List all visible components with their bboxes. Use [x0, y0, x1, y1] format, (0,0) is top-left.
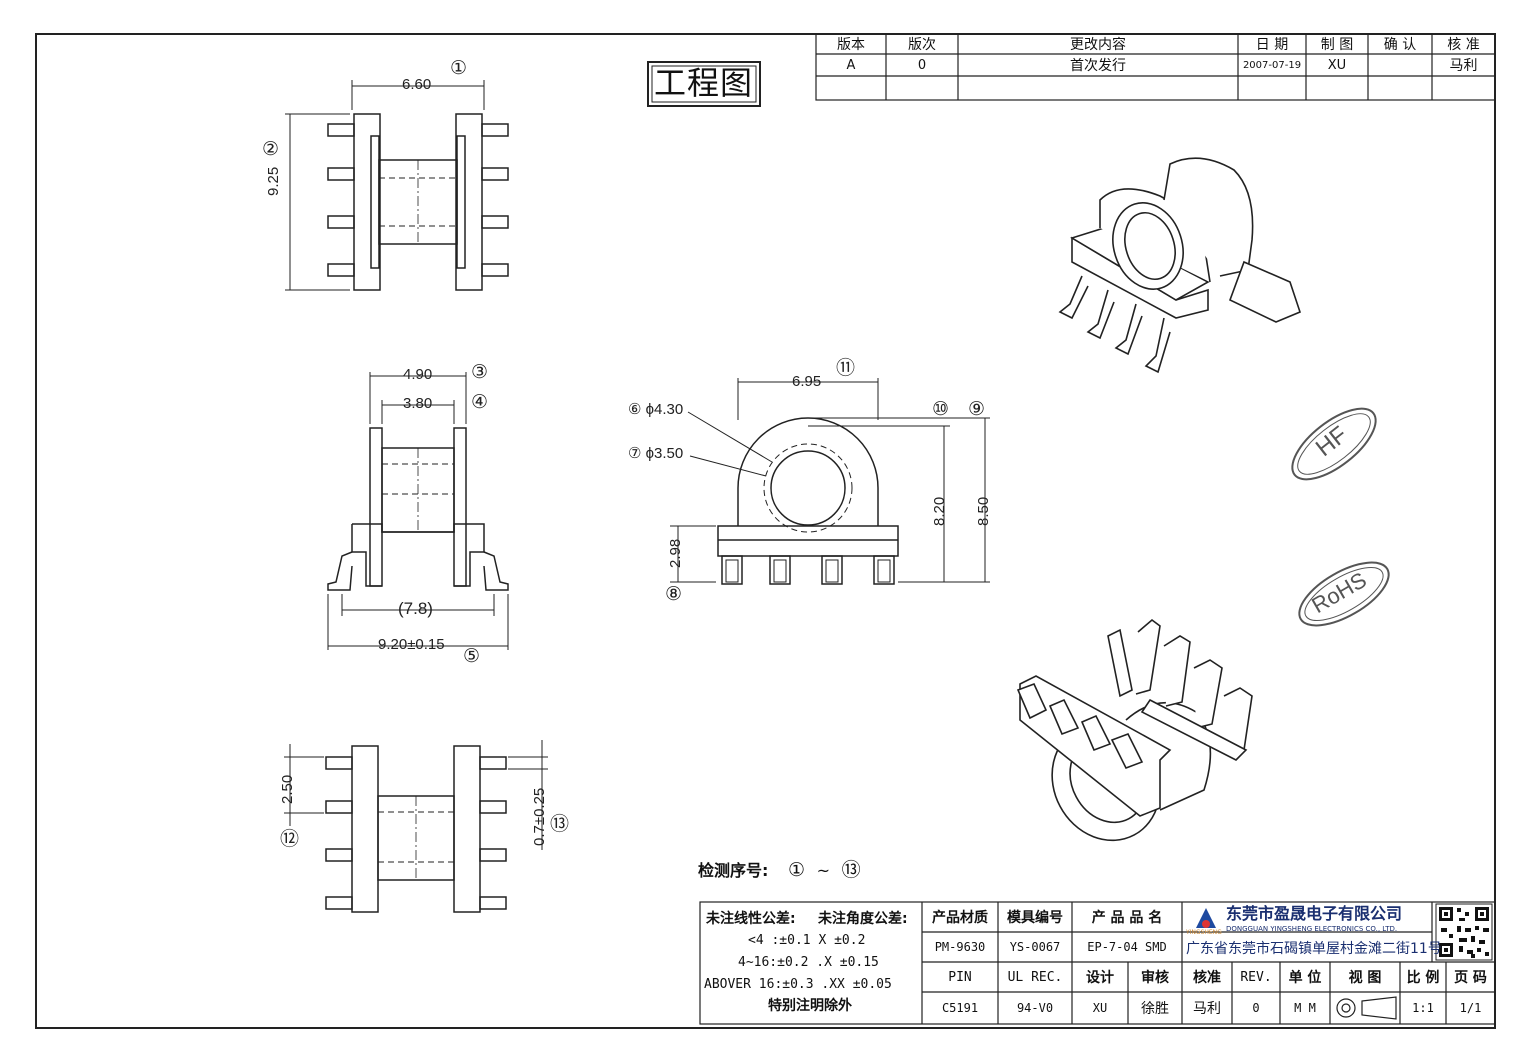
tb-label-design: 设计 — [1086, 970, 1114, 986]
dim-side-base-height: 2.98 — [667, 538, 684, 568]
dim-top-width: 6.60 — [402, 76, 432, 93]
rev-cell-change: 首次发行 — [1070, 58, 1126, 74]
tb-label-pin: PIN — [948, 969, 972, 985]
tb-value-scale: 1:1 — [1412, 1001, 1434, 1015]
company-english-name: DONGGUAN YINGSHENG ELECTRONICS CO., LTD. — [1226, 925, 1398, 933]
rev-header-version: 版本 — [837, 37, 865, 53]
tb-label-material: 产品材质 — [932, 910, 988, 926]
tb-label-unit: 单 位 — [1288, 970, 1322, 986]
hf-mark — [1291, 407, 1377, 481]
inspection-sep: ~ — [816, 861, 831, 880]
dim-bottom-pitch-ref: ⑫ — [280, 829, 300, 850]
rev-header-drawn: 制 图 — [1320, 37, 1354, 53]
rev-cell-date: 2007-07-19 — [1242, 59, 1302, 71]
dim-bottom-pin-width: 0.7±0.25 — [531, 787, 548, 846]
rev-cell-drawn: XU — [1327, 57, 1347, 73]
tolerance-line-3: ABOVER 16:±0.3 .XX ±0.05 — [704, 977, 892, 992]
tb-value-product: EP-7-04 SMD — [1087, 940, 1167, 954]
rev-cell-confirm — [1368, 54, 1432, 76]
rev-header-confirm: 确 认 — [1383, 37, 1417, 53]
dim-front-pin-span: (7.8) — [398, 599, 433, 618]
tb-value-approve: 马利 — [1193, 1001, 1221, 1017]
tb-label-review: 审核 — [1141, 970, 1169, 986]
tolerance-line-1: <4 :±0.1 X ±0.2 — [748, 933, 866, 948]
company-address: 广东省东莞市石碣镇单屋村金滩二街11号 — [1186, 941, 1442, 957]
tb-value-unit: M M — [1294, 1001, 1316, 1015]
sheet-border — [35, 33, 1496, 1029]
tb-value-page: 1/1 — [1459, 1001, 1482, 1015]
company-logo-icon — [1196, 908, 1216, 928]
top-view — [285, 80, 509, 291]
rev-header-date: 日 期 — [1255, 37, 1289, 53]
rev-header-approve: 核 准 — [1447, 37, 1480, 53]
title-block-grid — [699, 901, 1496, 1025]
rev-cell-approve: 马利 — [1449, 58, 1478, 74]
rev-header-edition: 版次 — [908, 37, 936, 53]
tb-label-rev: REV. — [1240, 969, 1272, 985]
inspection-label: 检测序号: — [698, 861, 769, 880]
dim-side-width-ref: ⑪ — [836, 358, 856, 379]
dim-top-width-ref: ① — [450, 58, 468, 79]
inspection-from: ① — [787, 859, 806, 881]
dim-side-height2: 8.50 — [975, 496, 992, 526]
tolerance-angular-label: 未注角度公差: — [818, 911, 908, 927]
tb-value-ul: 94-V0 — [1016, 1001, 1054, 1015]
rev-cell-edition: 0 — [917, 57, 927, 73]
dim-side-inner-dia: ⑦ ϕ3.50 — [628, 445, 684, 462]
tb-value-pin: C5191 — [941, 1001, 979, 1015]
dim-front-overall-ref: ⑤ — [463, 646, 481, 667]
tb-label-mold: 模具编号 — [1007, 910, 1063, 926]
tb-label-scale: 比 例 — [1406, 970, 1440, 986]
dim-front-overall: 9.20±0.15 — [378, 636, 445, 653]
dim-front-inner: 3.80 — [403, 395, 433, 412]
projection-symbol-icon — [1336, 996, 1397, 1020]
inspection-sequence: 检测序号: ① ~ ⑬ — [698, 861, 861, 880]
tb-value-mold: YS-0067 — [1009, 940, 1061, 954]
dim-front-inner-ref: ④ — [471, 392, 489, 413]
tolerance-note: 特别注明除外 — [768, 998, 852, 1014]
dim-front-outer: 4.90 — [403, 366, 433, 383]
tolerance-line-2: 4~16:±0.2 .X ±0.15 — [738, 955, 879, 970]
dim-side-height2-ref: ⑨ — [968, 399, 986, 420]
inspection-to: ⑬ — [841, 859, 861, 881]
dim-side-width: 6.95 — [792, 373, 822, 390]
isometric-view-top — [1058, 157, 1301, 374]
tb-label-approve: 核准 — [1193, 970, 1221, 986]
qr-code-icon — [1435, 903, 1493, 961]
front-view — [327, 372, 509, 650]
dim-side-base-ref: ⑧ — [665, 584, 683, 605]
tb-label-ul: UL REC. — [1007, 969, 1063, 985]
dim-bottom-pin-ref: ⑬ — [550, 814, 570, 835]
dim-side-outer-dia: ⑥ ϕ4.30 — [628, 401, 684, 418]
tb-value-material: PM-9630 — [934, 940, 986, 954]
dim-front-outer-ref: ③ — [471, 362, 489, 383]
tb-value-design: XU — [1092, 1001, 1108, 1015]
rev-header-change: 更改内容 — [1070, 37, 1126, 53]
tb-label-page: 页 码 — [1454, 970, 1487, 986]
stamp-title: 工程图 — [654, 64, 754, 102]
stamp-frame — [647, 61, 761, 107]
dim-side-height1-ref: ⑩ — [932, 399, 950, 420]
company-name: 东莞市盈晟电子有限公司 — [1226, 904, 1403, 923]
rev-cell-version: A — [846, 57, 856, 73]
revision-table-grid — [815, 33, 1496, 101]
tb-label-view: 视 图 — [1348, 970, 1382, 986]
dim-side-height1: 8.20 — [931, 496, 948, 526]
rohs-mark — [1298, 561, 1390, 627]
isometric-view-bottom — [1016, 618, 1253, 842]
dim-top-height-ref: ② — [262, 139, 280, 160]
bottom-view — [284, 740, 548, 913]
dim-bottom-pitch: 2.50 — [279, 774, 296, 804]
tb-value-review: 徐胜 — [1141, 1001, 1169, 1017]
tb-value-rev: 0 — [1252, 1001, 1260, 1015]
company-logo-text: YINGSHENG — [1186, 929, 1222, 936]
tb-label-product: 产 品 品 名 — [1091, 910, 1163, 926]
tolerance-linear-label: 未注线性公差: — [706, 911, 796, 927]
side-view — [670, 378, 990, 585]
dim-top-height: 9.25 — [265, 166, 282, 196]
